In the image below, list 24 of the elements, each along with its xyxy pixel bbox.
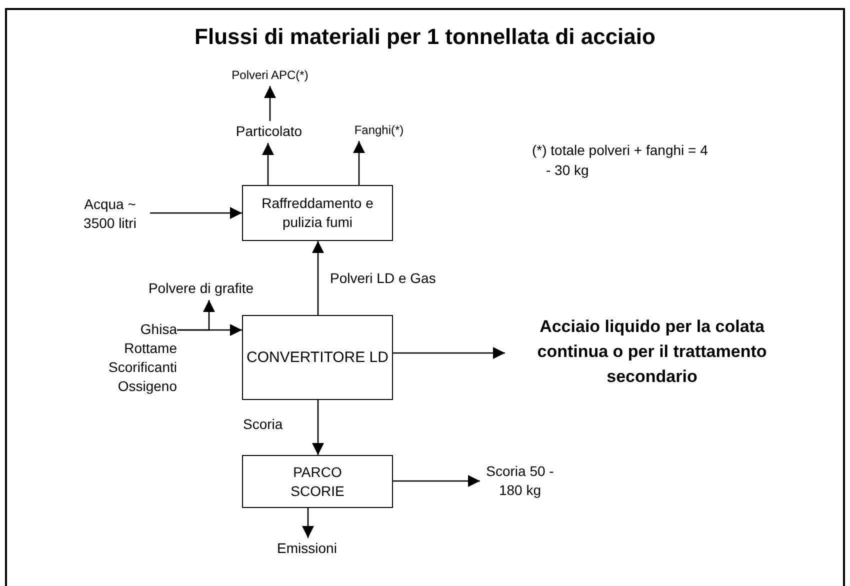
arrow xyxy=(177,300,215,331)
process-box: Raffreddamento e pulizia fumi xyxy=(242,185,393,241)
arrow xyxy=(393,475,480,487)
flow-text: Fanghi(*) xyxy=(341,121,417,141)
flow-text: Polvere di grafite xyxy=(126,278,276,300)
arrow xyxy=(150,207,242,219)
process-box: CONVERTITORE LD xyxy=(242,315,393,400)
flow-text: Emissioni xyxy=(260,538,354,560)
arrow xyxy=(312,400,324,455)
flow-text: Polveri APC(*) xyxy=(212,66,328,86)
arrow xyxy=(262,143,274,185)
arrow xyxy=(353,141,365,185)
title: Flussi di materiali per 1 tonnellata di acciaio xyxy=(194,23,656,51)
flow-text: Particolato xyxy=(222,121,316,143)
flow-text: Scoria 50 - 180 kg xyxy=(480,462,560,502)
process-box: PARCO SCORIE xyxy=(242,455,393,508)
flow-text: Acqua ~ 3500 litri xyxy=(70,195,150,235)
arrow xyxy=(264,86,276,121)
arrow xyxy=(302,508,314,538)
flow-text: Acciaio liquido per la colata continua o per il trattamento secondario xyxy=(505,314,799,396)
arrow xyxy=(393,347,505,359)
arrow xyxy=(312,241,324,315)
flow-text: Ghisa Rottame Scorificanti Ossigeno xyxy=(96,320,177,398)
footnote: (*) totale polveri + fanghi = 4 - 30 kg xyxy=(532,141,709,180)
